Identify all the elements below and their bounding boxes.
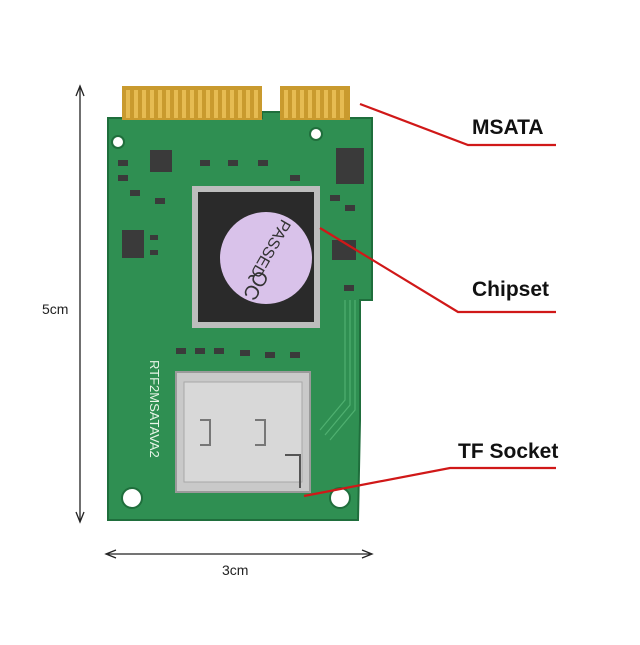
chipset-callout (319, 227, 556, 314)
width-dimension-line (104, 549, 374, 559)
gold-connector-right (280, 86, 350, 120)
height-dimension-label: 5cm (42, 301, 69, 317)
board-model-silkscreen: RTF2MSATAVA2 (147, 360, 162, 458)
qc-sticker (220, 212, 312, 304)
gold-connector-left (122, 86, 262, 120)
pcb-traces (319, 300, 356, 441)
tf-socket (175, 371, 311, 493)
width-dimension-label: 3cm (222, 562, 249, 578)
chipset-label: Chipset (472, 278, 550, 301)
controller-chip (192, 186, 320, 328)
callout-lines (303, 102, 556, 498)
msata-callout (359, 102, 556, 147)
tf-socket-label: TF Socket (458, 440, 559, 463)
tf-socket-callout (303, 466, 556, 498)
smd-components (118, 148, 364, 358)
mounting-hole-top-right (309, 127, 323, 141)
height-dimension-line (75, 84, 85, 524)
msata-label: MSATA (472, 116, 544, 139)
mounting-hole-left (121, 487, 143, 509)
mounting-hole-top-left (111, 135, 125, 149)
